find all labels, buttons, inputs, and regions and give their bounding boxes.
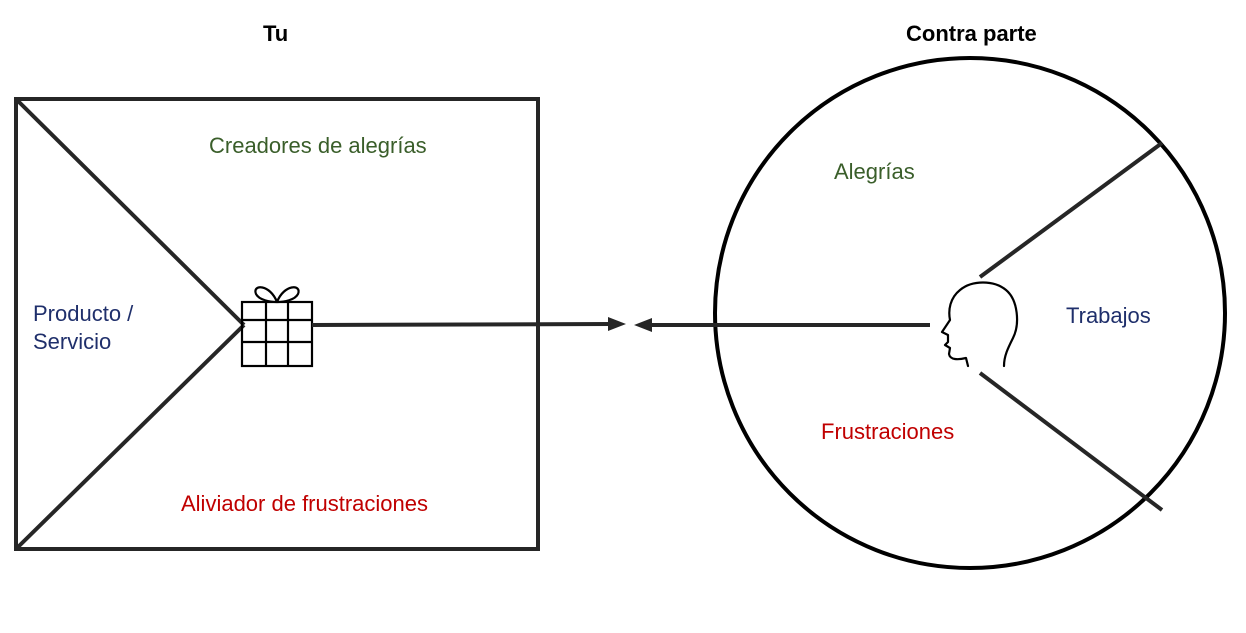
jobs-label: Trabajos — [1066, 303, 1151, 328]
title-right: Contra parte — [906, 21, 1037, 46]
customer-profile-circle — [713, 56, 1227, 570]
person-head-icon — [940, 281, 1019, 368]
gift-icon — [240, 286, 314, 368]
circle-divider-bottom — [978, 371, 1164, 512]
gains-label: Alegrías — [834, 159, 915, 184]
square-diagonal-bottom — [16, 323, 246, 549]
arrow-right-icon — [311, 317, 626, 331]
product-service-label-line2: Servicio — [33, 329, 112, 354]
product-service-label-line1: Producto / — [33, 301, 134, 326]
circle-divider-top — [978, 141, 1164, 279]
pain-relievers-label: Aliviador de frustraciones — [181, 491, 429, 516]
title-left: Tu — [263, 21, 289, 46]
pains-label: Frustraciones — [821, 419, 955, 444]
square-diagonal-top — [16, 99, 246, 327]
gain-creators-label: Creadores de alegrías — [209, 133, 427, 158]
arrow-left-icon — [634, 318, 930, 332]
